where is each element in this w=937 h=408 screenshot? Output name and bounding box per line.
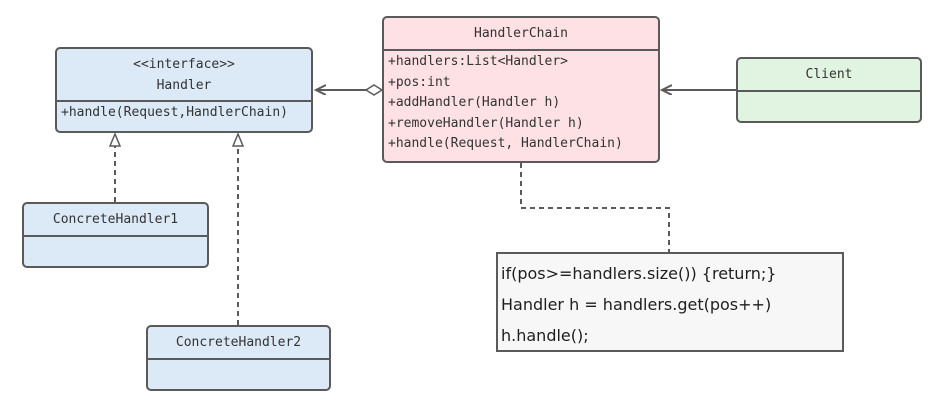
client-members <box>738 92 920 93</box>
handler-chain-member: +handlers:List<Handler> <box>388 54 569 69</box>
handler-chain-member: +pos:int <box>388 74 451 90</box>
concrete-handler-1-header: ConcreteHandler1 <box>24 204 207 237</box>
concrete-handler-1-box: ConcreteHandler1 <box>22 202 209 268</box>
code-note-line: Handler h = handlers.get(pos++) <box>501 295 772 314</box>
handler-chain-member: +removeHandler(Handler h) <box>388 115 584 131</box>
realization-ch1-to-handler <box>108 132 122 202</box>
handler-chain-header: HandlerChain <box>384 18 658 51</box>
note-anchor-line <box>520 163 670 252</box>
concrete-handler-2-members <box>148 360 329 361</box>
handler-method: +handle(Request,HandlerChain) <box>61 105 288 120</box>
concrete-handler-1-members <box>24 237 207 238</box>
code-note-line: if(pos>=handlers.size()) {return;} <box>501 264 777 283</box>
handler-chain-members: +handlers:List<Handler> +pos:int +addHan… <box>384 51 658 155</box>
handler-interface-box: <<interface>> Handler +handle(Request,Ha… <box>55 47 313 133</box>
realization-ch2-to-handler <box>231 132 245 325</box>
code-note: if(pos>=handlers.size()) {return;} Handl… <box>496 252 844 352</box>
handler-chain-box: HandlerChain +handlers:List<Handler> +po… <box>382 16 660 163</box>
handler-chain-name: HandlerChain <box>474 26 568 41</box>
handler-stereotype: <<interface>> <box>133 56 235 72</box>
concrete-handler-2-box: ConcreteHandler2 <box>146 325 331 391</box>
client-name: Client <box>805 67 853 82</box>
concrete-handler-2-header: ConcreteHandler2 <box>148 327 329 360</box>
concrete-handler-1-name: ConcreteHandler1 <box>52 212 179 227</box>
client-header: Client <box>738 59 920 92</box>
handler-chain-member: +handle(Request, HandlerChain) <box>388 136 623 151</box>
client-box: Client <box>736 57 922 123</box>
handler-chain-member: +addHandler(Handler h) <box>388 95 561 110</box>
handler-name: Handler <box>156 77 212 93</box>
aggregation-chain-to-handler <box>316 85 384 96</box>
code-note-line: h.handle(); <box>501 326 589 345</box>
handler-methods: +handle(Request,HandlerChain) <box>57 102 311 124</box>
handler-header: <<interface>> Handler <box>57 49 311 102</box>
concrete-handler-2-name: ConcreteHandler2 <box>175 335 302 350</box>
